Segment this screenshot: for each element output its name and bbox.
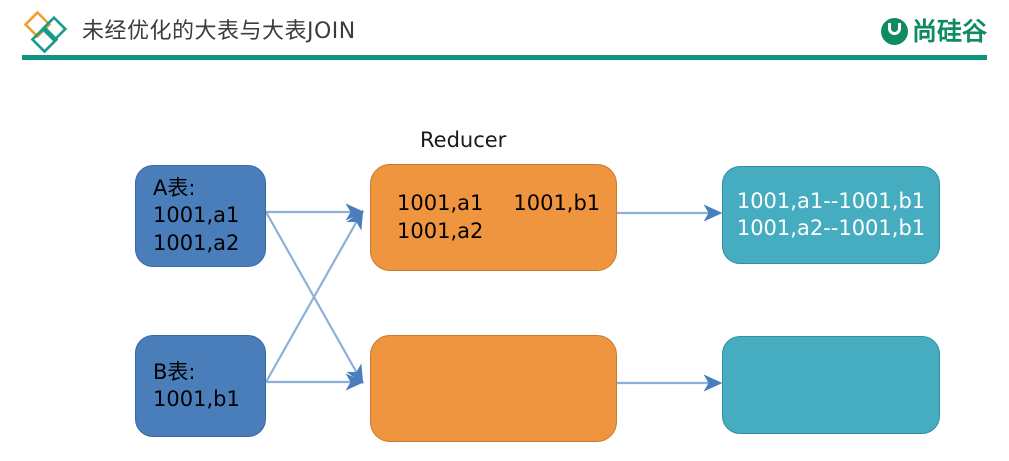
result-top-row-2: 1001,a2--1001,b1 xyxy=(736,216,926,240)
reducer-top-row-1-right: 1001,b1 xyxy=(513,191,601,216)
reducer-top-box[interactable]: 1001,a1 1001,b1 1001,a2 xyxy=(370,164,617,271)
diagram-area: Reducer A表: 1001,a1 1001,a2 B表: 1001,b1 … xyxy=(0,60,1009,461)
source-a-row-2: 1001,a2 xyxy=(153,230,240,255)
result-top-row-1: 1001,a1--1001,b1 xyxy=(736,188,926,213)
reducer-top-row-1: 1001,a1 1001,b1 xyxy=(397,190,616,217)
result-bottom-box[interactable] xyxy=(722,336,940,434)
connector-arrows xyxy=(265,203,723,392)
sgg-u-circle-icon xyxy=(880,17,908,45)
reducer-label: Reducer xyxy=(420,128,507,152)
reducer-bottom-box[interactable] xyxy=(370,335,617,442)
source-a-title: A表: xyxy=(153,176,196,201)
source-a-row-1: 1001,a1 xyxy=(153,203,240,228)
brand-logo: 尚硅谷 xyxy=(880,14,987,48)
arrow-b-to-reducer-top xyxy=(265,209,364,383)
header-divider xyxy=(22,55,987,60)
diamonds-logo-icon xyxy=(24,10,68,54)
reducer-top-row-2: 1001,a2 xyxy=(397,218,484,243)
brand-text: 尚硅谷 xyxy=(911,16,987,46)
reducer-top-row-1-left: 1001,a1 xyxy=(397,191,484,216)
page-title: 未经优化的大表与大表JOIN xyxy=(82,19,356,44)
source-b-title: B表: xyxy=(153,359,196,384)
source-table-b-box[interactable]: B表: 1001,b1 xyxy=(135,335,266,437)
source-table-a-box[interactable]: A表: 1001,a1 1001,a2 xyxy=(135,165,266,267)
source-b-row-1: 1001,b1 xyxy=(153,387,240,411)
result-top-box[interactable]: 1001,a1--1001,b1 1001,a2--1001,b1 xyxy=(722,166,940,264)
